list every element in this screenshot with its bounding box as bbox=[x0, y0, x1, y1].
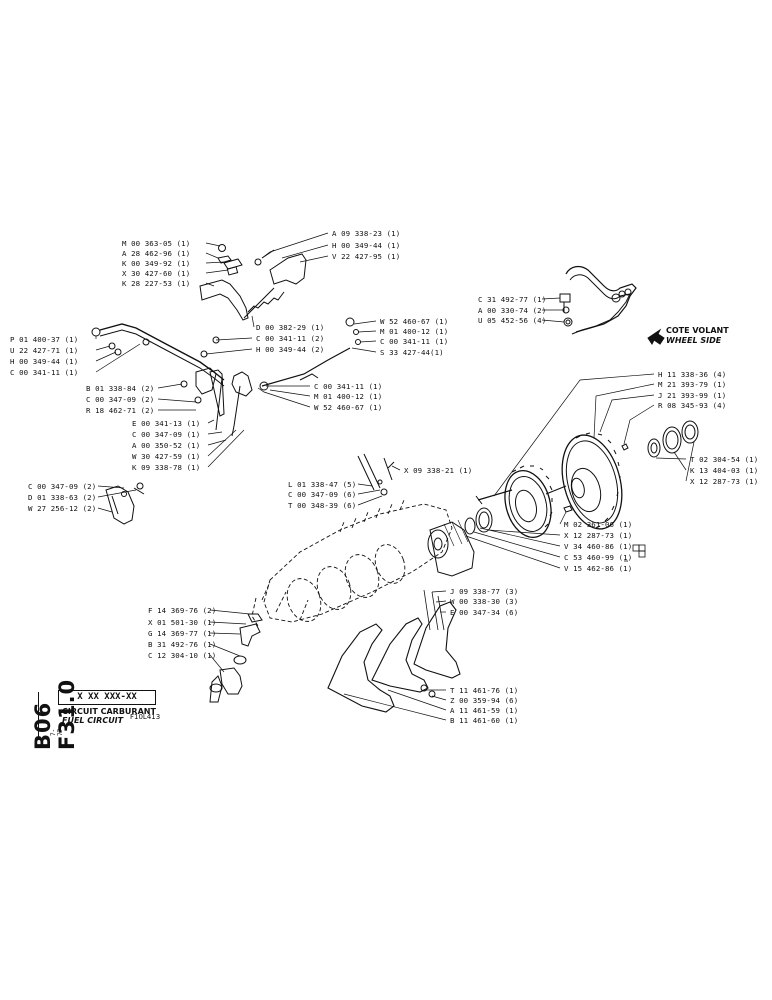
support-brackets-group bbox=[327, 589, 461, 713]
gear-drive-group bbox=[427, 420, 699, 577]
leader-lines-left bbox=[97, 485, 137, 513]
wheel-side-caption: COTE VOLANT WHEEL SIDE bbox=[666, 326, 729, 346]
part-label: C 00 347-09 (2) bbox=[86, 395, 155, 404]
part-label: X 30 427-60 (1) bbox=[122, 269, 191, 278]
part-label: K 13 404-03 (1) bbox=[690, 466, 759, 475]
part-label: R 18 462-71 (2) bbox=[86, 406, 155, 415]
part-label: H 00 349-44 (1) bbox=[10, 357, 79, 366]
part-code-box: X XX XXX-XX bbox=[58, 690, 156, 705]
bracket-symbol bbox=[624, 544, 646, 562]
part-label: V 15 462-86 (1) bbox=[564, 564, 633, 573]
part-label: M 02 361-06 (1) bbox=[564, 520, 633, 529]
part-label: X 01 501-30 (1) bbox=[148, 618, 217, 627]
part-label: T 02 304-54 (1) bbox=[690, 455, 759, 464]
part-label: A 28 462-96 (1) bbox=[122, 249, 191, 258]
part-label: W 52 460-67 (1) bbox=[380, 317, 449, 326]
part-label: K 28 227-53 (1) bbox=[122, 279, 191, 288]
part-label: A 00 330-74 (2) bbox=[478, 306, 547, 315]
part-label: C 00 347-09 (1) bbox=[132, 430, 201, 439]
wheel-side-arrow-icon bbox=[647, 328, 665, 345]
part-label: M 01 400-12 (1) bbox=[380, 327, 449, 336]
part-label: W 52 460-67 (1) bbox=[314, 403, 383, 412]
throttle-linkage-group bbox=[91, 244, 361, 437]
part-label: Z 00 359-94 (6) bbox=[450, 696, 519, 705]
part-label: B 01 338-84 (2) bbox=[86, 384, 155, 393]
part-label: L 01 338-47 (5) bbox=[288, 480, 357, 489]
part-label: D 01 338-63 (2) bbox=[28, 493, 97, 502]
part-label: C 53 460-99 (1) bbox=[564, 553, 633, 562]
part-label: C 00 347-09 (6) bbox=[288, 490, 357, 499]
diagram-title: CIRCUIT CARBURANT bbox=[62, 707, 156, 716]
injection-pump-body bbox=[251, 499, 453, 627]
date-code-text: 7-77 bbox=[50, 728, 64, 736]
leader-lines-lower-left bbox=[209, 609, 251, 673]
part-label: H 00 349-44 (1) bbox=[332, 241, 401, 250]
part-label: D 00 382-29 (1) bbox=[256, 323, 325, 332]
part-label: J 09 338-77 (3) bbox=[450, 587, 519, 596]
part-label: K 09 338-78 (1) bbox=[132, 463, 201, 472]
part-label: C 00 347-09 (2) bbox=[28, 482, 97, 491]
part-label: C 31 492-77 (1) bbox=[478, 295, 547, 304]
part-label: A 00 350-52 (1) bbox=[132, 441, 201, 450]
part-label: V 22 427-95 (1) bbox=[332, 252, 401, 261]
title-divider bbox=[38, 692, 39, 737]
part-label: W 27 256-12 (2) bbox=[28, 504, 97, 513]
part-label: U 05 452-56 (4) bbox=[478, 316, 547, 325]
part-label: M 00 363-05 (1) bbox=[122, 239, 191, 248]
fuel-pipe-group bbox=[559, 265, 637, 335]
part-label: J 21 393-99 (1) bbox=[658, 391, 727, 400]
part-label: X 12 287-73 (1) bbox=[690, 477, 759, 486]
part-label: X 09 338-21 (1) bbox=[404, 466, 473, 475]
date-code: 7-77 bbox=[42, 708, 64, 738]
part-label: W 00 338-30 (3) bbox=[450, 597, 519, 606]
part-label: P 01 400-37 (1) bbox=[10, 335, 79, 344]
part-label: C 12 304-10 (1) bbox=[148, 651, 217, 660]
part-label: B 31 492-76 (1) bbox=[148, 640, 217, 649]
wheel-side-fr: COTE VOLANT bbox=[666, 326, 729, 335]
part-label: A 11 461-59 (1) bbox=[450, 706, 519, 715]
part-label: W 30 427-59 (1) bbox=[132, 452, 201, 461]
part-label: C 00 341-11 (1) bbox=[10, 368, 79, 377]
part-label: T 00 348-39 (6) bbox=[288, 501, 357, 510]
diagram-subtitle: FUEL CIRCUIT bbox=[62, 716, 124, 725]
part-label: M 21 393-79 (1) bbox=[658, 380, 727, 389]
leader-lines-gear bbox=[465, 373, 695, 569]
leader-lines-top-left bbox=[95, 232, 377, 468]
part-label: G 14 369-77 (1) bbox=[148, 629, 217, 638]
part-label: H 00 349-44 (2) bbox=[256, 345, 325, 354]
part-label: A 09 338-23 (1) bbox=[332, 229, 401, 238]
part-label: V 34 460-86 (1) bbox=[564, 542, 633, 551]
part-label: K 00 349-92 (1) bbox=[122, 259, 191, 268]
wheel-side-en: WHEEL SIDE bbox=[666, 336, 722, 345]
leader-lines-lower-center bbox=[343, 590, 447, 721]
leader-lines-top-right bbox=[541, 297, 565, 323]
part-label: U 22 427-71 (1) bbox=[10, 346, 79, 355]
section-code: B06 F31.0 bbox=[6, 650, 79, 750]
part-label: X 12 287-73 (1) bbox=[564, 531, 633, 540]
part-label: C 00 341-11 (1) bbox=[380, 337, 449, 346]
part-label: B 11 461-60 (1) bbox=[450, 716, 519, 725]
part-label: S 33 427-44(1) bbox=[380, 348, 444, 357]
part-label: H 11 338-36 (4) bbox=[658, 370, 727, 379]
leader-lines-pump bbox=[357, 465, 401, 506]
part-label: T 11 461-76 (1) bbox=[450, 686, 519, 695]
part-label: E 00 347-34 (6) bbox=[450, 608, 519, 617]
filler-neck-group bbox=[209, 613, 263, 703]
part-label: M 01 400-12 (1) bbox=[314, 392, 383, 401]
engine-model: F10L413 bbox=[130, 713, 161, 721]
pump-bolts bbox=[357, 453, 395, 496]
part-label: E 00 341-13 (1) bbox=[132, 419, 201, 428]
part-label: F 14 369-76 (2) bbox=[148, 606, 217, 615]
left-bracket-group bbox=[105, 482, 145, 525]
part-label: C 00 341-11 (1) bbox=[314, 382, 383, 391]
part-label: R 08 345-93 (4) bbox=[658, 401, 727, 410]
part-label: C 00 341-11 (2) bbox=[256, 334, 325, 343]
